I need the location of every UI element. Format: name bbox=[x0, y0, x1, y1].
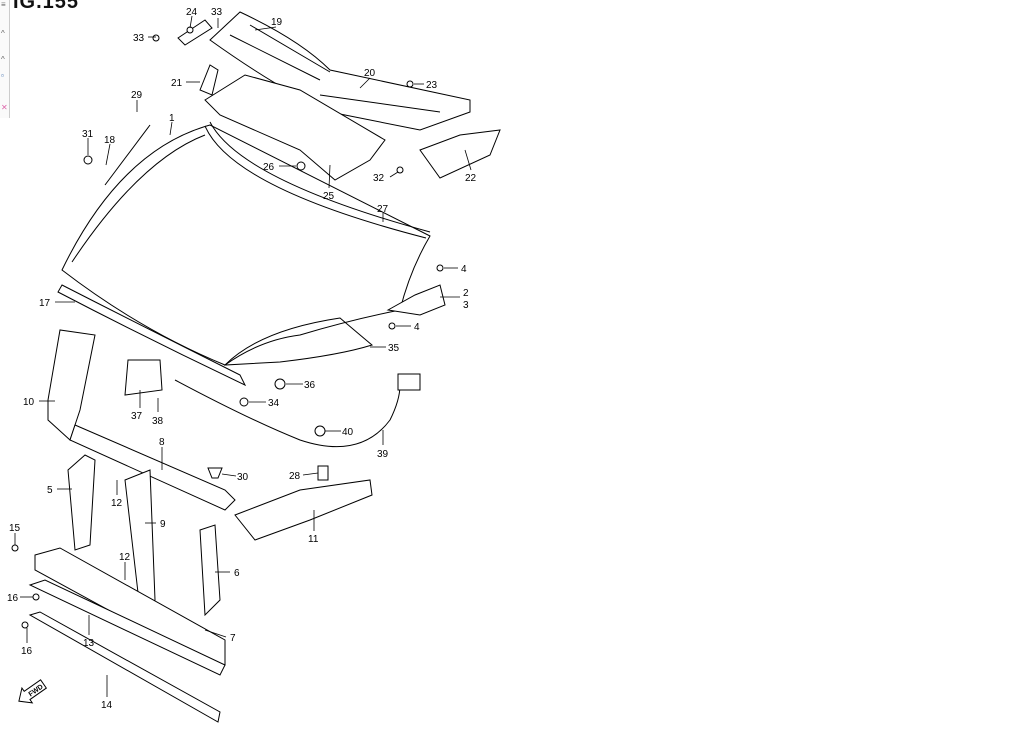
callout: 12 bbox=[111, 498, 123, 509]
callout: 18 bbox=[104, 135, 116, 146]
hood bbox=[61, 124, 431, 366]
callout: 39 bbox=[377, 449, 389, 460]
callout: 5 bbox=[47, 485, 53, 496]
callout: 33 bbox=[211, 7, 223, 18]
callout: 4 bbox=[414, 322, 420, 333]
callout: 36 bbox=[304, 380, 316, 391]
callout: 31 bbox=[82, 129, 94, 140]
callout: 20 bbox=[364, 68, 376, 79]
callout: 21 bbox=[171, 78, 183, 89]
callout: 22 bbox=[465, 173, 477, 184]
callout: 14 bbox=[101, 700, 113, 711]
callout: 10 bbox=[23, 397, 35, 408]
callout: 11 bbox=[308, 534, 319, 545]
arrow-icon[interactable]: ^ bbox=[1, 29, 5, 38]
callout: 15 bbox=[9, 523, 21, 534]
link-icon[interactable]: ▫ bbox=[1, 71, 4, 80]
callout: 16 bbox=[7, 593, 19, 604]
callout: 16 bbox=[21, 646, 33, 657]
callout: 38 bbox=[152, 416, 164, 427]
callout: 27 bbox=[377, 204, 389, 215]
callout: 9 bbox=[160, 519, 166, 530]
callout: 3 bbox=[463, 300, 469, 311]
callout: 37 bbox=[131, 411, 143, 422]
callout: 2 bbox=[463, 288, 469, 299]
callout: 7 bbox=[230, 633, 236, 644]
menu-icon[interactable]: ≡ bbox=[1, 0, 6, 9]
side-toolbar: ≡ ^ ^ ▫ ✕ bbox=[0, 0, 10, 118]
leader-lines bbox=[14, 15, 472, 697]
callout: 33 bbox=[133, 33, 145, 44]
callout: 19 bbox=[271, 17, 283, 28]
callout: 35 bbox=[388, 343, 400, 354]
callout: 12 bbox=[119, 552, 131, 563]
callout: 23 bbox=[426, 80, 438, 91]
callout: 34 bbox=[268, 398, 280, 409]
callout: 25 bbox=[323, 191, 335, 202]
callout: 17 bbox=[39, 298, 51, 309]
fwd-arrow-icon: FWD bbox=[18, 679, 48, 704]
callout: 40 bbox=[342, 427, 354, 438]
callout: 32 bbox=[373, 173, 385, 184]
callout: 28 bbox=[289, 471, 301, 482]
part-shapes bbox=[11, 11, 501, 723]
callout: 24 bbox=[186, 7, 198, 18]
figure-title: IG.155 bbox=[13, 0, 80, 13]
close-icon[interactable]: ✕ bbox=[1, 103, 8, 112]
callout: 1 bbox=[169, 113, 175, 124]
arrow-icon[interactable]: ^ bbox=[1, 55, 5, 64]
callout: 13 bbox=[83, 638, 95, 649]
callout: 26 bbox=[263, 162, 275, 173]
callout: 4 bbox=[461, 264, 467, 275]
callout-labels: 24 33 19 33 20 23 21 29 1 31 18 26 25 32… bbox=[7, 7, 477, 711]
callout: 30 bbox=[237, 472, 249, 483]
callout: 8 bbox=[159, 437, 165, 448]
callout: 6 bbox=[234, 568, 240, 579]
cowl-top bbox=[209, 11, 471, 131]
fwd-label: FWD bbox=[28, 684, 45, 699]
callout: 29 bbox=[131, 90, 143, 101]
